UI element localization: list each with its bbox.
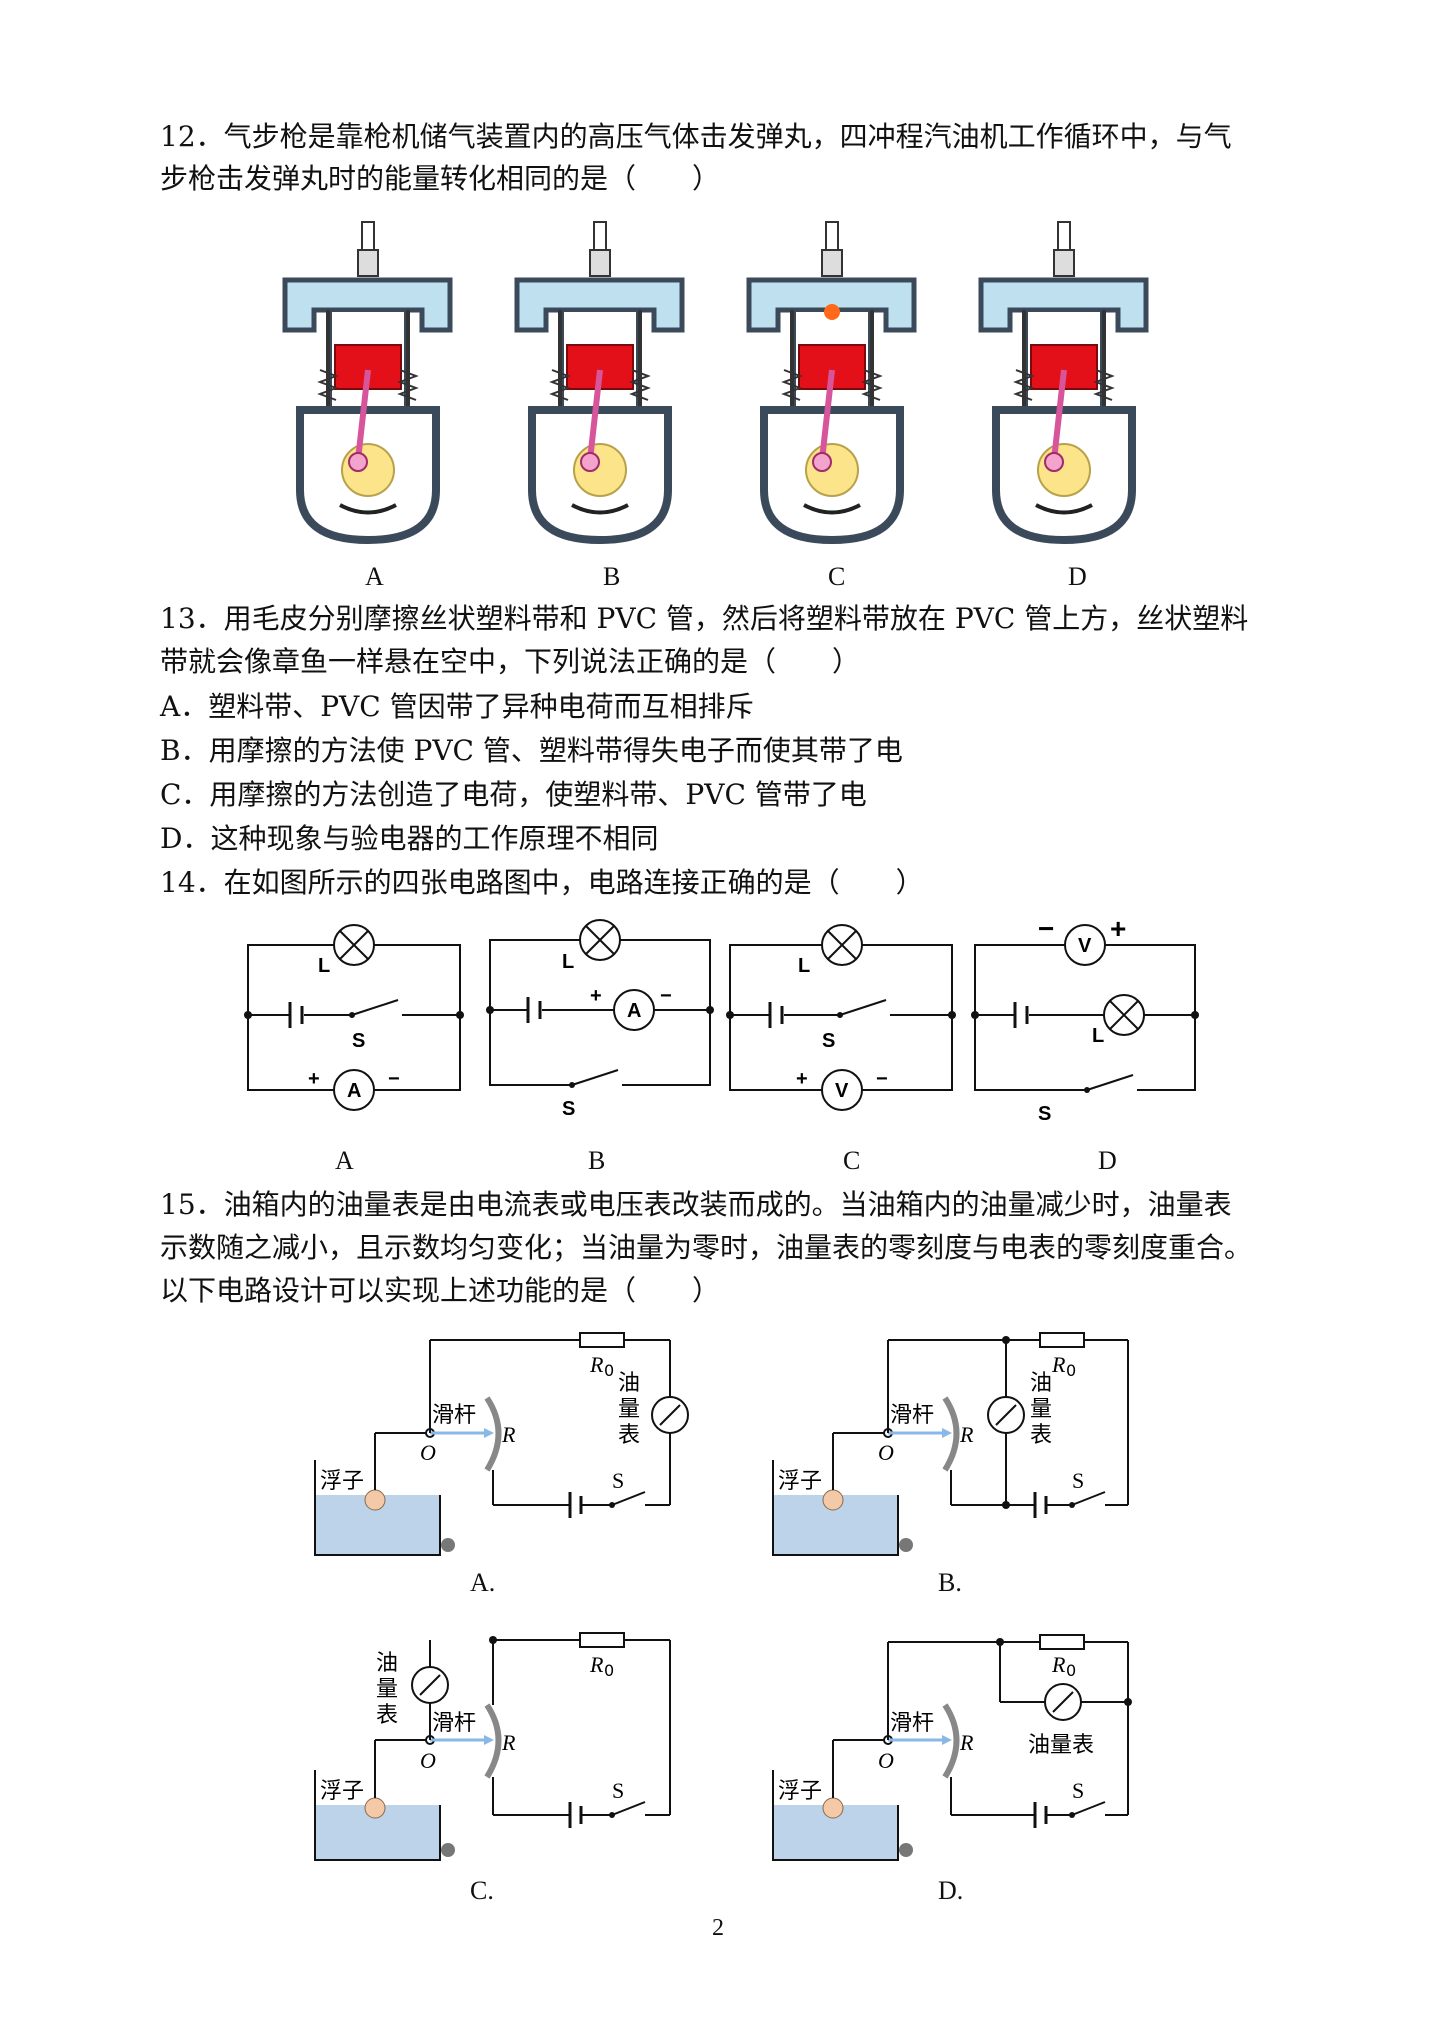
b-lamp-label: L [562,951,574,973]
c-s: S [612,1778,624,1803]
b-float: 浮子 [778,1469,822,1494]
a-minus: − [388,1068,400,1090]
d-s: S [1072,1778,1084,1803]
q15-label-c: C. [470,1876,494,1905]
d-o: O [878,1748,894,1773]
c-r0-sub: 0 [604,1661,614,1680]
d-voltmeter-label: V [1078,935,1092,957]
oil-circuit-d: R 0 R O S 滑杆 浮子 油量表 [772,1634,1132,1861]
circuit-b: L S A + − [486,919,714,1120]
b-r0: R [1051,1352,1066,1377]
oil-circuit-c: R 0 R O S 滑杆 浮子 油 量 表 [314,1632,671,1861]
q15-text-line2: 示数随之减小，且示数均匀变化；当油量为零时，油量表的零刻度与电表的零刻度重合。 [160,1231,1253,1264]
q12-label-c: C [828,562,846,591]
c-plus: + [796,1068,808,1090]
d-minus: − [1038,913,1054,944]
d-gauge: 油量表 [1028,1733,1094,1758]
d-rod: 滑杆 [890,1711,934,1736]
q13-option-b: B．用摩擦的方法使 PVC 管、塑料带得失电子而使其带了电 [160,734,903,767]
engine-strokes-figure [280,220,1180,550]
circuit-d: V − + L S [971,913,1199,1125]
b-r0-sub: 0 [1066,1361,1076,1380]
circuit-c: L S V + − [726,924,956,1111]
c-gauge-2: 量 [376,1677,398,1702]
q12-label-b: B [603,562,621,591]
oil-circuit-b: R 0 R O S 滑杆 浮子 油 量 表 [772,1332,1129,1556]
b-ammeter-label: A [627,1000,641,1022]
b-plus: + [590,985,602,1007]
a-r0: R [589,1352,604,1377]
q14-text-line1: 14．在如图所示的四张电路图中，电路连接正确的是（ ） [160,866,924,899]
a-plus: + [308,1068,320,1090]
q14-circuits-figure: L S A + − L S A + − L S [244,913,1199,1125]
c-lamp-label: L [798,955,810,977]
a-s: S [612,1468,624,1493]
a-r0-sub: 0 [604,1361,614,1380]
q15-oil-gauge-figure: R 0 R O S 滑杆 浮子 油 量 表 [314,1332,1132,1861]
q13-option-c: C．用摩擦的方法创造了电荷，使塑料带、PVC 管带了电 [160,778,867,811]
c-voltmeter-label: V [835,1080,849,1102]
q15-label-a: A. [470,1568,496,1597]
q12-label-a: A [365,562,384,591]
b-gauge-3: 表 [1030,1423,1052,1448]
c-switch-label: S [822,1030,835,1052]
q13-text-line1: 13．用毛皮分别摩擦丝状塑料带和 PVC 管，然后将塑料带放在 PVC 管上方，… [160,602,1249,635]
b-gauge-1: 油 [1030,1371,1052,1396]
circuit-a: L S A + − [244,924,464,1111]
a-gauge-2: 量 [618,1397,640,1422]
c-r: R [501,1730,516,1755]
b-gauge-2: 量 [1030,1397,1052,1422]
q13-option-d: D．这种现象与验电器的工作原理不相同 [160,822,659,855]
q14-label-c: C [843,1146,861,1175]
a-gauge-3: 表 [618,1423,640,1448]
c-rod: 滑杆 [432,1711,476,1736]
d-float: 浮子 [778,1779,822,1804]
d-r: R [959,1730,974,1755]
q15-text-line1: 15．油箱内的油量表是由电流表或电压表改装而成的。当油箱内的油量减少时，油量表 [160,1188,1232,1221]
d-r0: R [1051,1652,1066,1677]
a-rod: 滑杆 [432,1403,476,1428]
q15-text-line3: 以下电路设计可以实现上述功能的是（ ） [160,1274,721,1307]
page-number: 2 [712,1915,724,1941]
b-o: O [878,1440,894,1465]
b-r: R [959,1422,974,1447]
b-minus: − [660,985,672,1007]
b-rod: 滑杆 [890,1403,934,1428]
oil-circuit-a: R 0 R O S 滑杆 浮子 油 量 表 [314,1332,689,1556]
q12-label-d: D [1068,562,1087,591]
d-lamp-label: L [1092,1025,1104,1047]
d-switch-label: S [1038,1103,1051,1125]
q15-label-d: D. [938,1876,964,1905]
c-float: 浮子 [320,1779,364,1804]
b-s: S [1072,1468,1084,1493]
a-ammeter-label: A [347,1080,361,1102]
c-o: O [420,1748,436,1773]
c-gauge-3: 表 [376,1703,398,1728]
c-r0: R [589,1652,604,1677]
a-float: 浮子 [320,1469,364,1494]
a-lamp-label: L [318,955,330,977]
c-minus: − [876,1068,888,1090]
q12-text-line2: 步枪击发弹丸时的能量转化相同的是（ ） [160,162,721,195]
q13-option-a: A．塑料带、PVC 管因带了异种电荷而互相排斥 [160,690,754,723]
q14-label-a: A [335,1146,354,1175]
b-switch-label: S [562,1098,575,1120]
q13-text-line2: 带就会像章鱼一样悬在空中，下列说法正确的是（ ） [160,645,861,678]
a-gauge-1: 油 [618,1371,640,1396]
d-plus: + [1110,913,1126,944]
q15-label-b: B. [938,1568,962,1597]
a-r: R [501,1422,516,1447]
q14-label-b: B [588,1146,606,1175]
a-o: O [420,1440,436,1465]
c-gauge-1: 油 [376,1651,398,1676]
q14-label-d: D [1098,1146,1117,1175]
d-r0-sub: 0 [1066,1661,1076,1680]
q12-text-line1: 12．气步枪是靠枪机储气装置内的高压气体击发弹丸，四冲程汽油机工作循环中，与气 [160,120,1232,153]
a-switch-label: S [352,1030,365,1052]
